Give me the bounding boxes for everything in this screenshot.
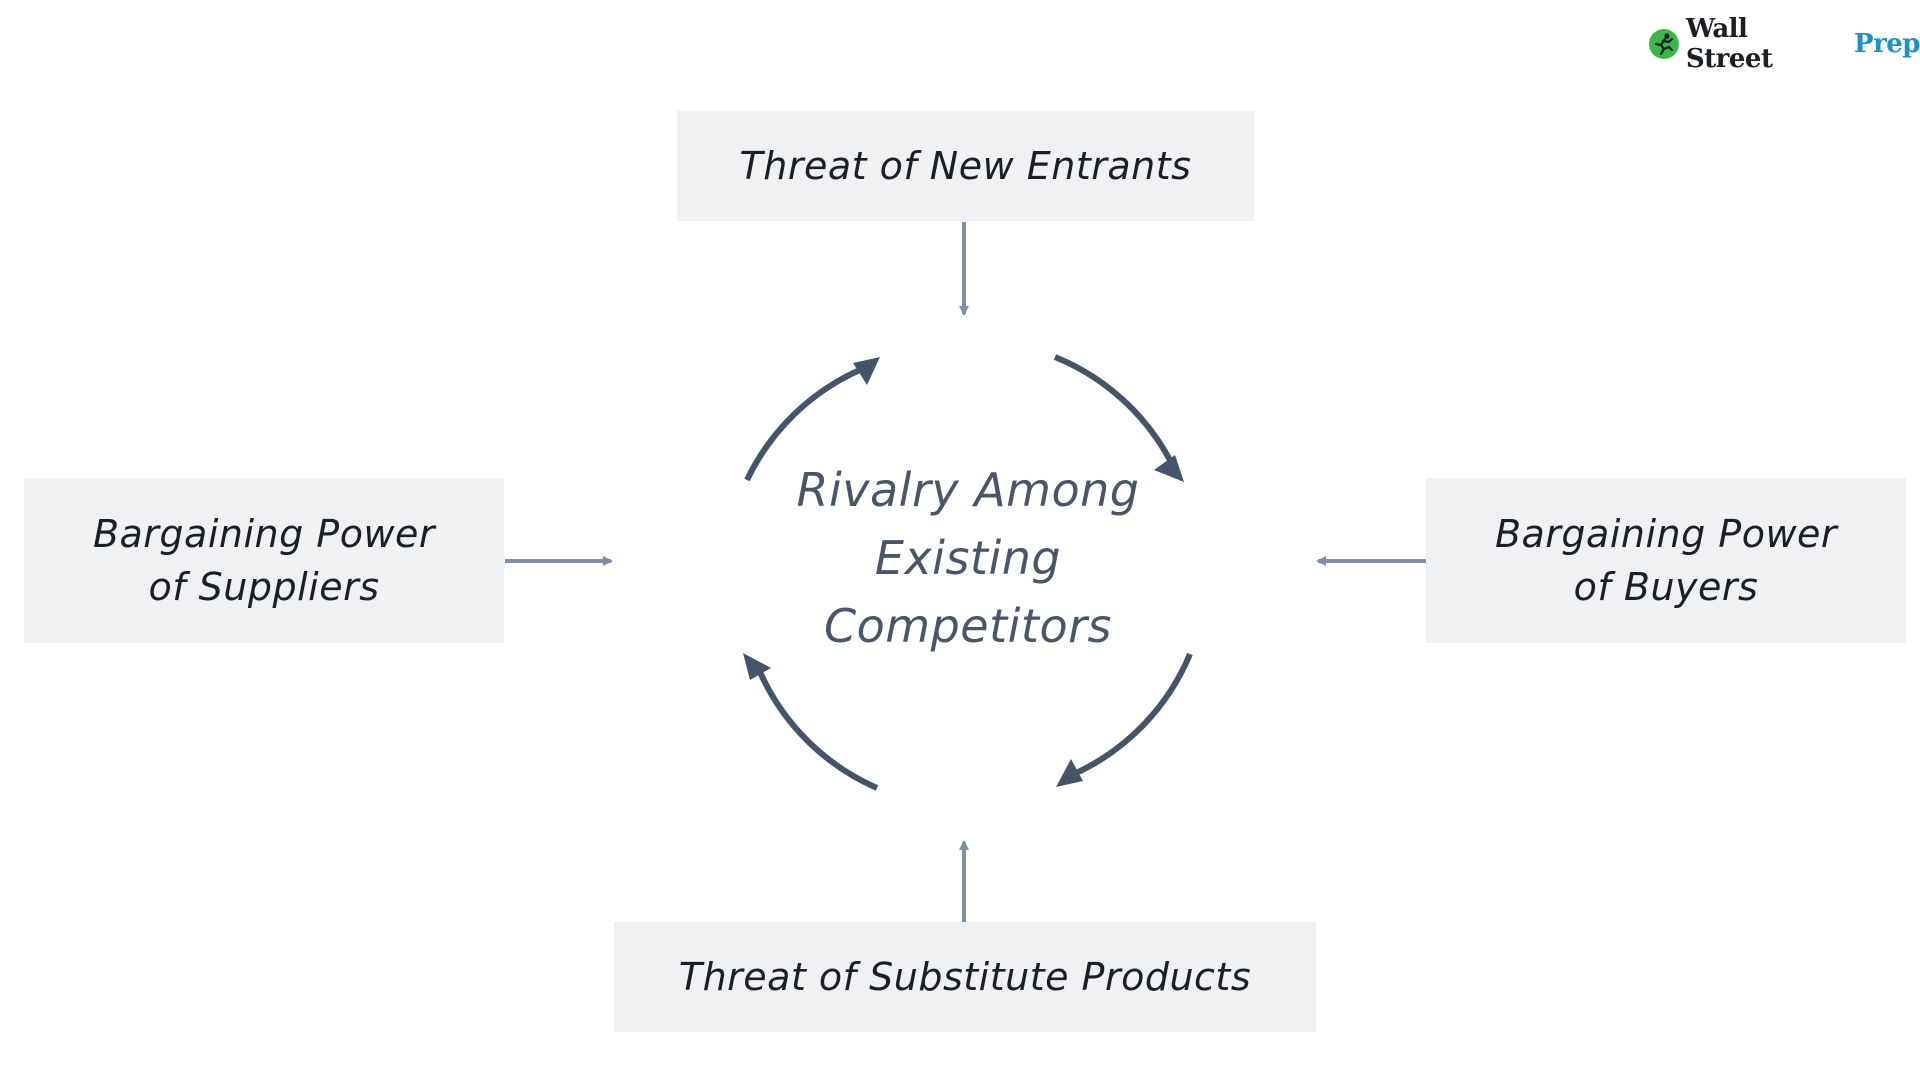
cycle-arrowhead-bottom-left xyxy=(743,653,771,680)
logo-text-prep: Prep xyxy=(1854,29,1920,59)
cycle-arrow-bottom-right xyxy=(1072,652,1193,777)
cycle-arrowhead-top-right xyxy=(1154,455,1184,482)
force-label-suppliers: Bargaining Power of Suppliers xyxy=(92,512,436,609)
cycle-arrow-bottom-left xyxy=(757,670,879,791)
center-rivalry-label: Rivalry Among Existing Competitors xyxy=(796,463,1140,653)
force-box-substitutes: Threat of Substitute Products xyxy=(614,922,1316,1032)
force-label-buyers: Bargaining Power of Buyers xyxy=(1494,512,1838,609)
cycle-arrow-top-right xyxy=(1053,354,1174,464)
running-figure-icon xyxy=(1648,29,1679,59)
wall-street-prep-logo: Wall Street Prep xyxy=(1648,14,1920,74)
cycle-arrow-top-left xyxy=(744,366,864,482)
force-label-substitutes: Threat of Substitute Products xyxy=(678,954,1252,999)
cycle-arrowhead-bottom-right xyxy=(1056,759,1083,787)
force-label-new-entrants: Threat of New Entrants xyxy=(739,143,1192,188)
force-box-buyers: Bargaining Power of Buyers xyxy=(1426,478,1906,643)
force-box-suppliers: Bargaining Power of Suppliers xyxy=(24,478,504,643)
cycle-arrows xyxy=(743,354,1193,791)
cycle-arrowhead-top-left xyxy=(853,357,880,385)
force-box-new-entrants: Threat of New Entrants xyxy=(677,111,1254,221)
logo-text-wall-street: Wall Street xyxy=(1685,14,1773,74)
